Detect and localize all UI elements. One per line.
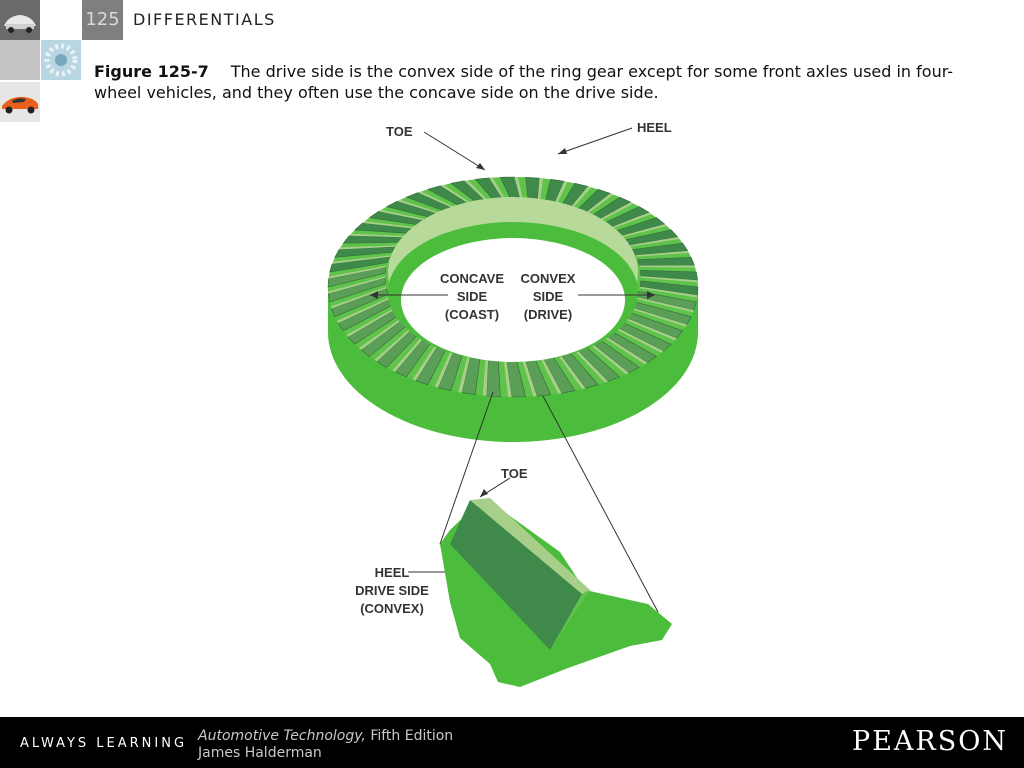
convex-label-line1: CONVEX (521, 271, 576, 286)
detail-tooth-piece (440, 498, 672, 687)
book-info: Automotive Technology, Fifth Edition Jam… (198, 728, 453, 762)
chapter-title: DIFFERENTIALS (133, 10, 276, 29)
gear-tooth-top (621, 224, 667, 238)
sports-car-thumbnail-icon (0, 82, 40, 122)
ring-gear-teeth (327, 176, 699, 398)
gray-thumbnail (0, 40, 40, 80)
book-author: James Halderman (198, 745, 322, 761)
toe-label-detail: TOE (501, 466, 528, 481)
gear-tooth-top (440, 184, 472, 204)
gear-tooth-top (417, 191, 456, 209)
footer-bar: ALWAYS LEARNING Automotive Technology, F… (0, 717, 1024, 768)
book-title: Automotive Technology, (198, 728, 366, 744)
gear-thumbnail-icon (41, 40, 81, 80)
gear-tooth-top (339, 245, 397, 250)
gear-tooth-top (362, 221, 415, 229)
convex-label-line2: SIDE (533, 289, 564, 304)
gear-tooth-top (599, 202, 634, 221)
gear-tooth-top (434, 345, 456, 388)
gear-tooth-top (514, 177, 523, 200)
gear-tooth-top (458, 350, 472, 393)
gear-tooth (639, 280, 699, 296)
gear-tooth-top (635, 250, 689, 257)
convex-label-detail: (CONVEX) (360, 601, 424, 616)
gear-tooth-top (464, 180, 489, 201)
book-edition: Fifth Edition (365, 728, 454, 744)
concave-label-line3: (COAST) (445, 307, 499, 322)
gear-tooth-top (489, 177, 506, 200)
gear-tooth-top (520, 354, 537, 397)
heel-label-top: HEEL (637, 120, 672, 135)
gear-tooth-top (349, 233, 405, 238)
gear-tooth-top (482, 353, 489, 396)
convex-label-line3: (DRIVE) (524, 307, 572, 322)
heel-label-detail: HEEL (375, 565, 410, 580)
gear-tooth-top (621, 316, 677, 341)
gear-tooth (328, 277, 386, 303)
drive-side-label-detail: DRIVE SIDE (355, 583, 429, 598)
gear-tooth-top (640, 276, 698, 283)
header-thumbnails (0, 0, 82, 124)
gear-tooth-top (503, 354, 512, 397)
gear-tooth-top (328, 265, 387, 279)
gear-tooth-top (374, 325, 415, 362)
car-thumbnail-icon (0, 0, 40, 40)
gear-tooth-top (629, 307, 687, 327)
gear-tooth-top (611, 212, 652, 229)
gear-tooth-top (554, 181, 568, 204)
gear-tooth-top (611, 325, 664, 353)
chapter-number: 125 (82, 0, 123, 40)
concave-label-line1: CONCAVE (440, 271, 504, 286)
gear-tooth-top (599, 333, 648, 365)
gear-tooth-top (639, 286, 698, 298)
ring-gear-diagram: TOE HEEL CONCAVE SIDE (COAST) CONVEX SID… (300, 112, 740, 702)
gear-tooth-top (585, 193, 614, 214)
gear-tooth-top (378, 209, 427, 221)
gear-tooth-top (392, 333, 427, 372)
gear-tooth-top (585, 340, 629, 375)
gear-tooth-top (332, 255, 391, 264)
gear-tooth-top (412, 340, 441, 381)
gear-tooth-top (330, 286, 387, 309)
ring-gear-inner-bore (388, 197, 638, 362)
gear-tooth-top (635, 297, 694, 313)
gear-tooth-top (570, 345, 609, 383)
gear-tooth (525, 176, 540, 201)
footer-tagline: ALWAYS LEARNING (20, 736, 188, 751)
gear-tooth-top (359, 316, 405, 350)
gear-tooth-top (397, 199, 441, 214)
gear-tooth-top (337, 297, 391, 324)
figure-label: Figure 125-7 (94, 62, 209, 81)
gear-tooth-top (554, 350, 586, 390)
gear-tooth-top (537, 178, 544, 201)
gear-tooth-top (570, 186, 592, 209)
gear-tooth-top (537, 353, 562, 394)
gear-tooth-top (639, 265, 696, 268)
gear-tooth (637, 257, 695, 266)
gear-tooth-top (629, 237, 680, 247)
gear-tooth (327, 266, 387, 288)
concave-label-line2: SIDE (457, 289, 488, 304)
gear-tooth-top (328, 276, 386, 294)
toe-label-top: TOE (386, 124, 413, 139)
gear-tooth-top (346, 307, 397, 337)
publisher-logo: PEARSON (852, 726, 1008, 757)
figure-caption-text: The drive side is the convex side of the… (94, 62, 954, 102)
